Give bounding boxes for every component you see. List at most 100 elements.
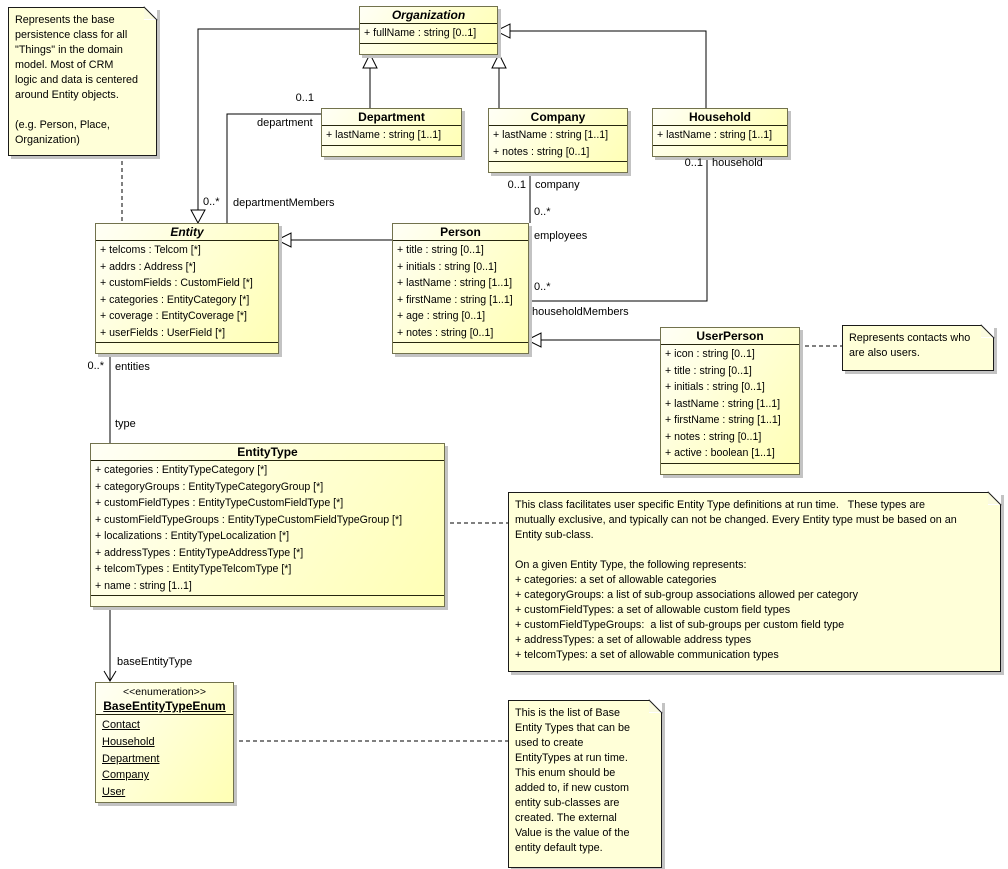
class-title: Organization: [360, 7, 497, 24]
attribute: + lastName : string [1..1]: [326, 129, 442, 141]
association-household-members: [527, 155, 708, 302]
note-entitytype: This class facilitates user specific Ent…: [508, 492, 1001, 672]
note-fold-corner-icon: [649, 700, 662, 713]
label-employees-multiplicity: 0..*: [534, 206, 551, 218]
class-userperson: UserPerson + icon : string [0..1] + titl…: [660, 327, 800, 475]
label-company-role: company: [535, 179, 580, 191]
label-type-role: type: [115, 418, 136, 430]
label-entities-role: entities: [115, 361, 150, 373]
attribute: + title : string [0..1]: [665, 364, 752, 377]
label-department-role: department: [257, 117, 313, 129]
attribute: + active : boolean [1..1]: [665, 447, 775, 459]
operations-compartment: [96, 343, 278, 353]
generalization-organization-entity: [197, 28, 359, 210]
note-userperson: Represents contacts who are also users.: [842, 325, 994, 371]
enum-literal: Household: [102, 735, 155, 748]
label-department-members-role: departmentMembers: [233, 197, 335, 209]
triangle-into-organization-side: [494, 23, 511, 39]
class-organization: Organization + fullName : string [0..1]: [359, 6, 498, 55]
attribute: + lastName : string [1..1]: [657, 129, 773, 141]
class-entitytype: EntityType + categories : EntityTypeCate…: [90, 443, 445, 607]
note-fold-corner-icon: [981, 325, 994, 338]
attribute: + userFields : UserField [*]: [100, 326, 226, 339]
triangle-into-organization-right: [491, 52, 507, 69]
label-department-multiplicity: 0..1: [295, 92, 314, 104]
note-text: Represents contacts who are also users.: [849, 332, 971, 359]
attribute: + age : string [0..1]: [397, 310, 486, 322]
attribute: + firstName : string [1..1]: [665, 414, 781, 426]
operations-compartment: [322, 146, 461, 156]
note-entity-description: Represents the base persistence class fo…: [8, 7, 157, 156]
operations-compartment: [489, 162, 627, 172]
attribute: + customFields : CustomField [*]: [100, 277, 253, 289]
operations-compartment: [653, 146, 787, 156]
label-household-role: household: [712, 157, 763, 169]
attribute: + lastName : string [1..1]: [397, 277, 513, 289]
class-title: Company: [489, 109, 627, 126]
class-household: Household + lastName : string [1..1]: [652, 108, 788, 157]
class-title: Department: [322, 109, 461, 126]
attribute: + telcoms : Telcom [*]: [100, 244, 201, 256]
label-department-members-multiplicity: 0..*: [203, 196, 220, 208]
enum-literal: Contact: [102, 719, 140, 731]
triangle-into-person-side: [525, 332, 542, 348]
attribute: + lastName : string [1..1]: [493, 129, 609, 141]
attribute: + categoryGroups : EntityTypeCategoryGro…: [95, 480, 324, 493]
class-base-entity-type-enum: <<enumeration>> BaseEntityTypeEnum Conta…: [95, 682, 234, 803]
attribute: + fullName : string [0..1]: [364, 27, 477, 39]
note-enum: This is the list of Base Entity Types th…: [508, 700, 662, 868]
label-household-multiplicity: 0..1: [684, 157, 703, 169]
label-base-entity-type-role: baseEntityType: [117, 656, 193, 668]
attribute: + localizations : EntityTypeLocalization…: [95, 530, 290, 542]
class-title: Household: [653, 109, 787, 126]
attribute: + coverage : EntityCoverage [*]: [100, 310, 247, 322]
label-household-members-role: householdMembers: [532, 306, 629, 318]
attribute: + telcomTypes : EntityTypeTelcomType [*]: [95, 563, 292, 575]
enum-literal: User: [102, 786, 126, 799]
triangle-into-entity-side: [275, 232, 292, 248]
note-text: Represents the base persistence class fo…: [15, 14, 139, 146]
attribute: + categories : EntityCategory [*]: [100, 293, 250, 306]
attribute: + initials : string [0..1]: [397, 260, 497, 273]
attribute: + notes : string [0..1]: [397, 326, 494, 339]
operations-compartment: [360, 44, 497, 54]
class-entity: Entity + telcoms : Telcom [*] + addrs : …: [95, 223, 279, 354]
attribute: + title : string [0..1]: [397, 244, 484, 256]
class-title: Person: [393, 224, 528, 241]
operations-compartment: [91, 596, 444, 606]
triangle-into-entity-top: [190, 209, 206, 225]
class-person: Person + title : string [0..1] + initial…: [392, 223, 529, 354]
attribute: + firstName : string [1..1]: [397, 293, 513, 306]
attribute: + lastName : string [1..1]: [665, 397, 781, 410]
generalization-household-organization: [510, 30, 707, 108]
note-text: This class facilitates user specific Ent…: [515, 499, 957, 661]
enum-literal: Company: [102, 769, 150, 782]
association-department: [226, 113, 321, 223]
enum-literal: Department: [102, 752, 160, 765]
attribute: + addressTypes : EntityTypeAddressType […: [95, 546, 304, 559]
class-title: EntityType: [91, 444, 444, 461]
label-entities-multiplicity: 0..*: [87, 360, 104, 372]
label-employees-role: employees: [534, 230, 588, 242]
attribute: + icon : string [0..1]: [665, 348, 755, 360]
label-household-members-multiplicity: 0..*: [534, 281, 551, 293]
attribute: + addrs : Address [*]: [100, 260, 196, 273]
attribute: + customFieldTypes : EntityTypeCustomFie…: [95, 497, 344, 509]
class-title: Entity: [96, 224, 278, 241]
stereotype: <<enumeration>>: [123, 686, 206, 698]
attribute: + customFieldTypeGroups : EntityTypeCust…: [95, 513, 403, 526]
note-fold-corner-icon: [144, 7, 157, 20]
note-fold-corner-icon: [988, 492, 1001, 505]
attribute: + notes : string [0..1]: [493, 145, 590, 158]
attribute: + categories : EntityTypeCategory [*]: [95, 464, 268, 476]
class-department: Department + lastName : string [1..1]: [321, 108, 462, 157]
label-company-multiplicity: 0..1: [507, 179, 526, 191]
attribute: + name : string [1..1]: [95, 579, 192, 592]
class-title: UserPerson: [661, 328, 799, 345]
attribute: + initials : string [0..1]: [665, 381, 765, 393]
class-company: Company + lastName : string [1..1] + not…: [488, 108, 628, 173]
operations-compartment: [661, 464, 799, 474]
triangle-into-organization-left: [362, 52, 378, 69]
